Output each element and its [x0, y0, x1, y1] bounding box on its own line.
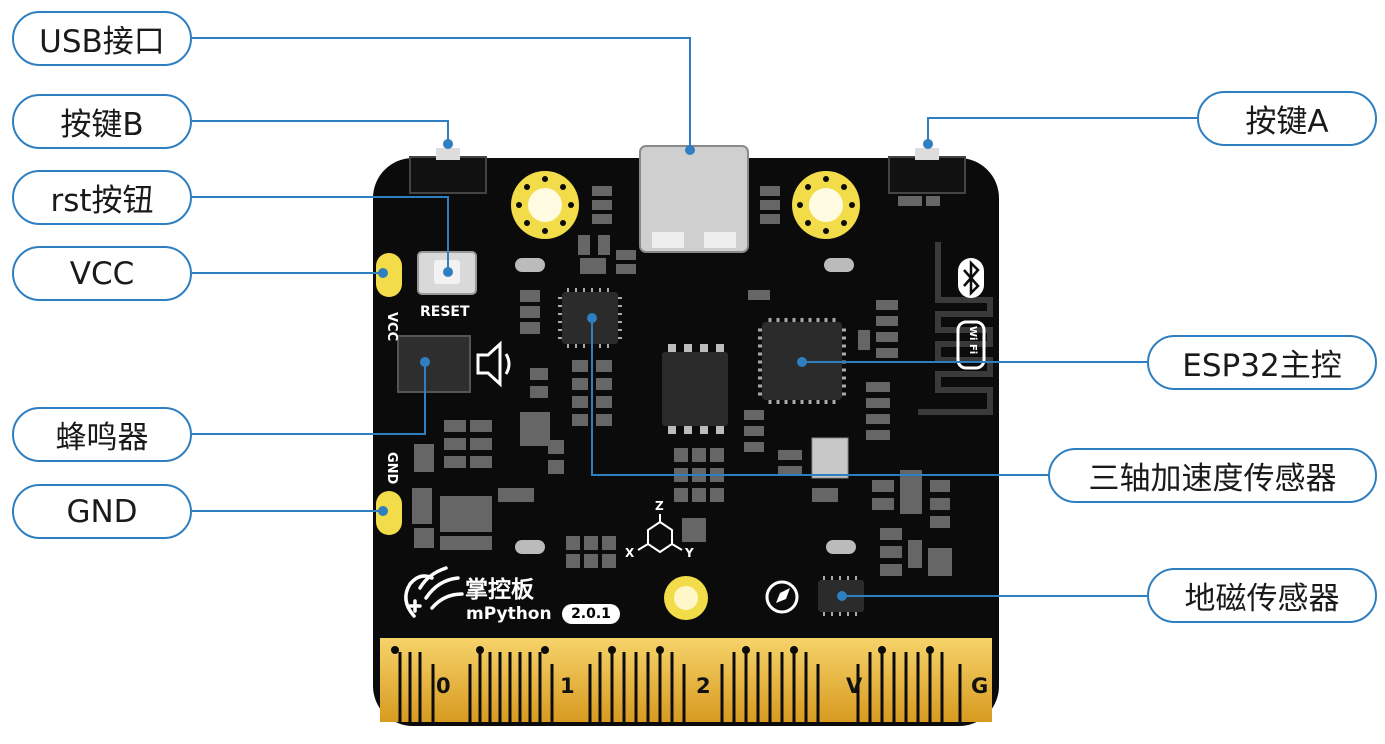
pin-label-g: G	[971, 674, 989, 698]
reset-text: RESET	[420, 304, 470, 320]
axis-z-label: Z	[655, 499, 664, 513]
pin-label-0: 0	[436, 674, 451, 698]
label-button-a: 按键A	[1197, 91, 1377, 146]
button-a-body	[888, 156, 966, 194]
version-badge: 2.0.1	[562, 604, 620, 624]
label-usb: USB接口	[12, 11, 192, 66]
label-buzzer: 蜂鸣器	[12, 407, 192, 462]
flash-chip	[662, 352, 728, 426]
usb-callout-line	[192, 37, 691, 150]
antenna-trace	[918, 242, 993, 415]
button-b-body	[409, 156, 487, 194]
edge-connector-slots	[398, 652, 962, 722]
axis-y-label: Y	[685, 546, 694, 560]
accel-callout-line	[591, 318, 1048, 476]
pin-label-v: V	[846, 674, 863, 698]
speaker-icon	[476, 340, 511, 388]
pin-label-1: 1	[560, 674, 575, 698]
brand-cn-text: 掌控板	[465, 577, 534, 603]
label-esp32: ESP32主控	[1147, 335, 1377, 390]
label-gnd: GND	[12, 484, 192, 539]
axis-x-label: X	[625, 546, 635, 560]
bluetooth-icon	[958, 258, 984, 298]
button-a-callout-line	[927, 117, 1197, 144]
label-vcc: VCC	[12, 246, 192, 301]
pin-label-2: 2	[696, 674, 711, 698]
brand-en-text: mPython	[466, 604, 552, 624]
gnd-pad	[376, 491, 402, 535]
rst-callout-line	[192, 196, 449, 272]
hand-logo-icon	[404, 566, 464, 618]
button-b-callout-line	[192, 120, 449, 144]
usb-port	[639, 145, 749, 253]
buzzer-callout-line	[192, 362, 426, 435]
label-magnetometer: 地磁传感器	[1147, 568, 1377, 623]
label-rst-button: rst按钮	[12, 170, 192, 225]
label-button-b: 按键B	[12, 94, 192, 149]
wifi-icon	[956, 320, 986, 370]
label-accelerometer: 三轴加速度传感器	[1048, 448, 1377, 503]
axis-icon	[637, 514, 683, 554]
buzzer-body	[397, 335, 471, 393]
compass-icon	[765, 580, 799, 614]
vcc-pad	[376, 253, 402, 297]
